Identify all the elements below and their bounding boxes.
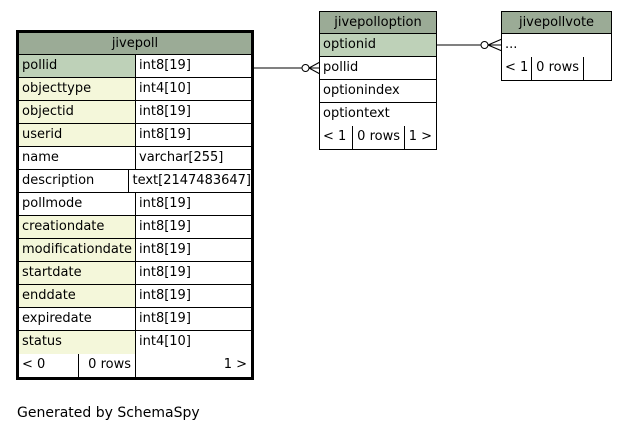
edge-jivepollvote-to-jivepolloption [436,38,503,52]
column-name: optionindex [320,80,436,102]
column-type: int8[19] [136,124,251,146]
column-type: int4[10] [136,78,251,100]
column-type: int8[19] [136,308,251,330]
column-name: status [19,331,136,354]
row-count: 0 rows [353,126,405,149]
column-row-optiontext[interactable]: optiontext [320,103,436,126]
column-name: name [19,147,136,169]
column-name: objectid [19,101,136,123]
table-jivepollvote[interactable]: jivepollvote ... < 1 0 rows [501,11,612,81]
column-name: creationdate [19,216,136,238]
column-name: optiontext [320,103,436,126]
column-row-optionindex[interactable]: optionindex [320,80,436,103]
children-count [584,57,611,80]
column-type: text[2147483647] [129,170,251,192]
column-name: optionid [320,34,436,56]
edge-jivepolloption-to-jivepoll [253,61,321,75]
row-count: 0 rows [532,57,584,80]
column-type: int8[19] [136,55,251,77]
table-footer-jivepolloption: < 1 0 rows 1 > [320,126,436,149]
column-name: enddate [19,285,136,307]
column-name: pollmode [19,193,136,215]
parents-count: < 1 [502,57,532,80]
column-name: startdate [19,262,136,284]
column-name: userid [19,124,136,146]
table-footer-jivepoll: < 0 0 rows 1 > [19,354,251,377]
column-type: int8[19] [136,101,251,123]
column-type: varchar[255] [136,147,251,169]
column-row-pollid[interactable]: pollid [320,57,436,80]
column-type: int8[19] [136,285,251,307]
column-name: pollid [320,57,436,79]
generated-by-caption: Generated by SchemaSpy [17,405,200,421]
column-type: int8[19] [136,262,251,284]
column-row-optionid[interactable]: optionid [320,34,436,57]
column-type: int8[19] [136,239,251,261]
table-title-jivepolloption: jivepolloption [320,12,436,34]
children-count: 1 > [136,354,251,377]
column-name: ... [502,34,611,57]
parents-count: < 1 [320,126,353,149]
column-list-jivepollvote: ... [502,34,611,57]
column-name: objecttype [19,78,136,100]
parents-count: < 0 [19,354,79,377]
column-name: expiredate [19,308,136,330]
column-name: modificationdate [19,239,136,261]
column-type: int4[10] [136,331,251,354]
table-title-jivepollvote: jivepollvote [502,12,611,34]
children-count: 1 > [405,126,436,149]
column-row-[interactable]: ... [502,34,611,57]
column-name: description [19,170,130,192]
row-count: 0 rows [79,354,136,377]
column-type: int8[19] [136,216,251,238]
table-footer-jivepollvote: < 1 0 rows [502,57,611,80]
table-title-jivepoll: jivepoll [19,33,251,55]
column-type: int8[19] [136,193,251,215]
column-name: pollid [19,55,136,77]
